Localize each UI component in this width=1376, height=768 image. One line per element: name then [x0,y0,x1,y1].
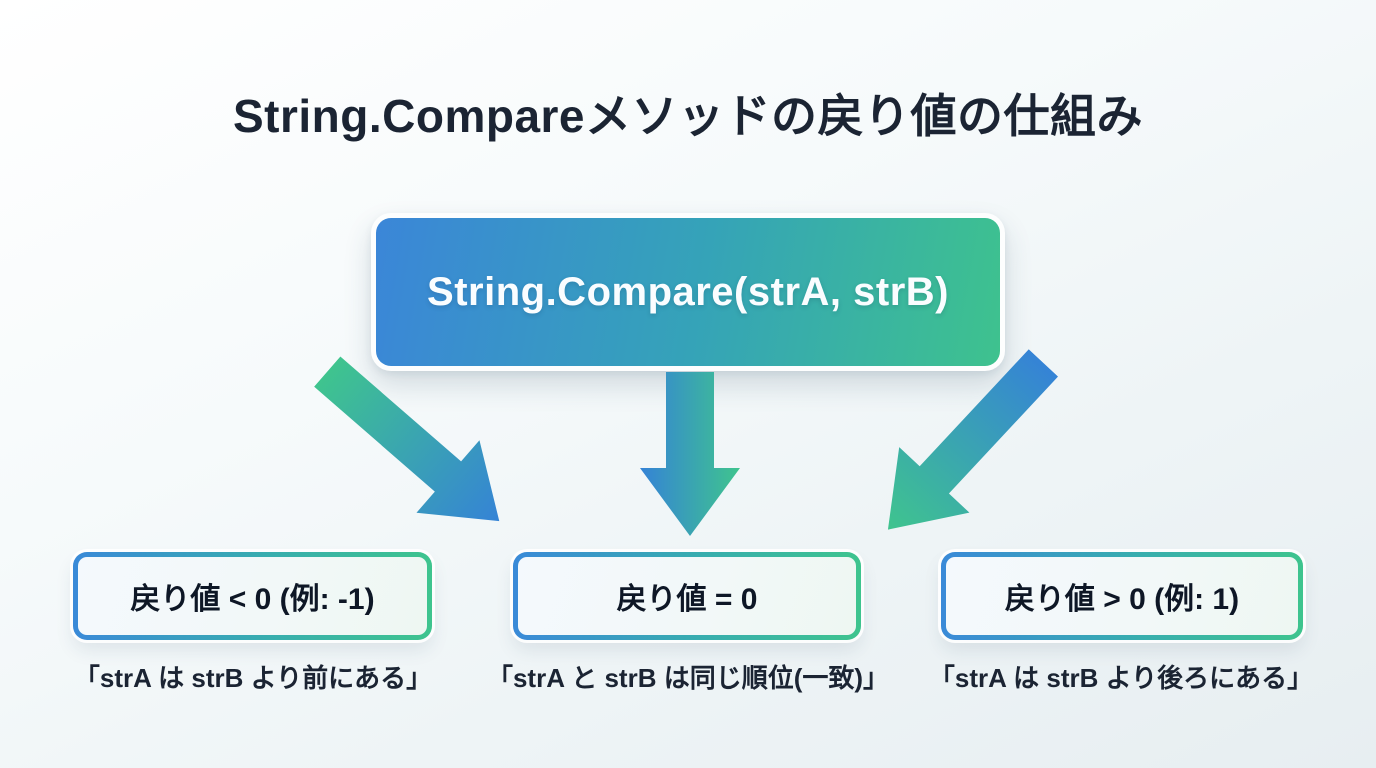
page-title: String.Compareメソッドの戻り値の仕組み [232,90,1144,142]
outcome-positive-caption: 「strA は strB より後ろにある」 [928,663,1314,693]
outcome-box-positive-surface: 戻り値 > 0 (例: 1) [946,557,1298,635]
outcome-positive-label: 戻り値 > 0 (例: 1) [1004,583,1240,616]
method-box-surface: String.Compare(strA, strB) [376,218,1000,366]
outcome-box-zero-surface: 戻り値 = 0 [518,557,856,635]
outcome-zero-caption: 「strA と strB は同じ順位(一致)」 [486,663,890,693]
outcome-box-zero: 戻り値 = 0 [513,552,861,640]
arrow-down-right-icon [887,349,1059,530]
arrow-down-left-icon [314,356,500,522]
outcome-negative-caption: 「strA は strB より前にある」 [73,663,433,693]
outcome-box-negative-surface: 戻り値 < 0 (例: -1) [78,557,427,635]
outcome-box-positive: 戻り値 > 0 (例: 1) [941,552,1303,640]
arrow-down-icon [640,372,740,536]
outcome-box-negative: 戻り値 < 0 (例: -1) [73,552,432,640]
outcome-zero-label: 戻り値 = 0 [616,583,758,616]
method-box-label: String.Compare(strA, strB) [427,269,949,314]
method-box: String.Compare(strA, strB) [371,213,1005,371]
outcome-negative-label: 戻り値 < 0 (例: -1) [130,583,375,616]
